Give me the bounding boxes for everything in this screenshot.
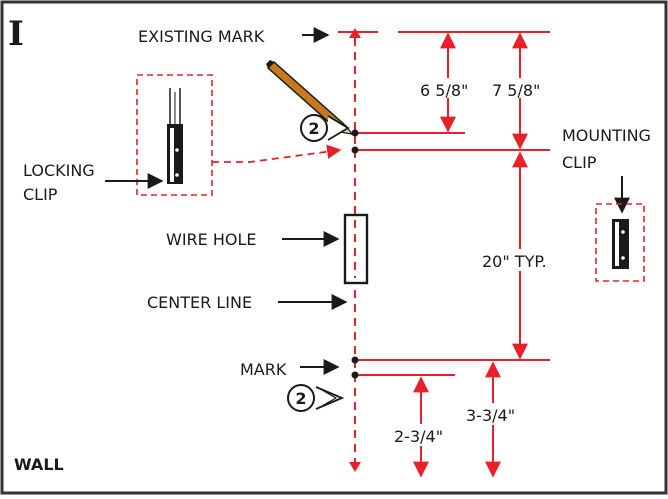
dim-label-bg (392, 424, 454, 446)
mark-dot (351, 356, 359, 364)
mounting-clip-label-line2: CLIP (562, 153, 597, 172)
mark-dot (351, 146, 359, 154)
locking-clip-icon (167, 88, 183, 184)
locking-clip-box (136, 74, 213, 196)
dim-3-3-4-label: 3-3/4" (466, 406, 515, 425)
mark-dot (351, 129, 359, 137)
mounting-clip-box (595, 203, 645, 282)
dim-6-5-8-label: 6 5/8" (420, 81, 468, 100)
center-line-label: CENTER LINE (147, 293, 252, 312)
mark-dot (351, 371, 359, 379)
dim-label-bg (418, 78, 474, 98)
wall-label: WALL (14, 455, 64, 474)
dim-label-bg (490, 78, 550, 98)
dim-label-bg (480, 249, 564, 271)
dim-7-5-8-label: 7 5/8" (492, 81, 540, 100)
mounting-clip-icon (612, 219, 629, 269)
dim-20-label: 20" TYP. (482, 252, 547, 271)
callout-badge-bottom: 2 (287, 384, 345, 412)
callout-number-top: 2 (308, 119, 319, 138)
locking-clip-label-line1: LOCKING (23, 161, 95, 180)
mounting-clip-label-line1: MOUNTING (562, 126, 651, 145)
dim-2-3-4-label: 2-3/4" (394, 427, 443, 446)
dim-label-bg (464, 403, 526, 425)
locking-clip-connector (212, 144, 342, 163)
center-line-bottom-arrow (349, 462, 361, 472)
step-label: I (8, 14, 24, 54)
existing-mark-label: EXISTING MARK (138, 27, 265, 46)
callout-number-bottom: 2 (295, 389, 306, 408)
mark-label: MARK (240, 360, 287, 379)
locking-clip-label-line2: CLIP (23, 185, 58, 204)
wire-hole-label: WIRE HOLE (166, 230, 257, 249)
callout-badge-top: 2 (300, 114, 350, 142)
